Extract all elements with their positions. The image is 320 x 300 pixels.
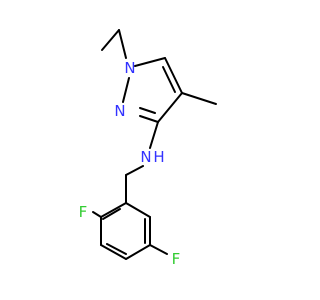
bond-c4-methyl: [181, 92, 217, 105]
bond-c5-f2: [149, 244, 168, 255]
bond-c3-nh: [149, 121, 159, 149]
bond-c4-c3: [157, 92, 183, 123]
atom-f2-label: F: [172, 250, 181, 268]
bond-c5-c4-double: [162, 66, 176, 93]
bond-c3-n2-double: [139, 107, 156, 114]
bond-n1-c5: [134, 57, 166, 67]
bond-ethyl-ch3-ch2: [101, 29, 120, 51]
bond-n2-n1: [122, 77, 130, 103]
bond-ar-c3-c4: [100, 244, 127, 260]
bond-ethyl-ch2-n1: [118, 29, 127, 59]
atom-n1-label: N: [124, 59, 135, 77]
bond-c5-c4: [164, 57, 183, 94]
molecule-canvas: N N N H F F: [78, 29, 217, 268]
bond-c2-f1: [92, 211, 102, 218]
atom-h-label: H: [153, 148, 164, 166]
bond-ar-c1-c2: [100, 202, 127, 218]
atom-nh-label: N: [140, 148, 151, 166]
structure-diagram: N N N H F F: [79, 29, 217, 268]
bond-ar-c3-c4-inner: [106, 243, 127, 255]
bond-ar-c1-c2-inner: [102, 208, 121, 220]
bond-ar-c6-c1: [125, 202, 151, 218]
atom-n2-label: N: [114, 102, 125, 120]
bond-nh-ch2: [125, 165, 144, 176]
atom-f1-label: F: [79, 203, 88, 221]
bond-ar-c4-c5: [125, 244, 151, 260]
bond-c3-n2: [139, 115, 159, 123]
